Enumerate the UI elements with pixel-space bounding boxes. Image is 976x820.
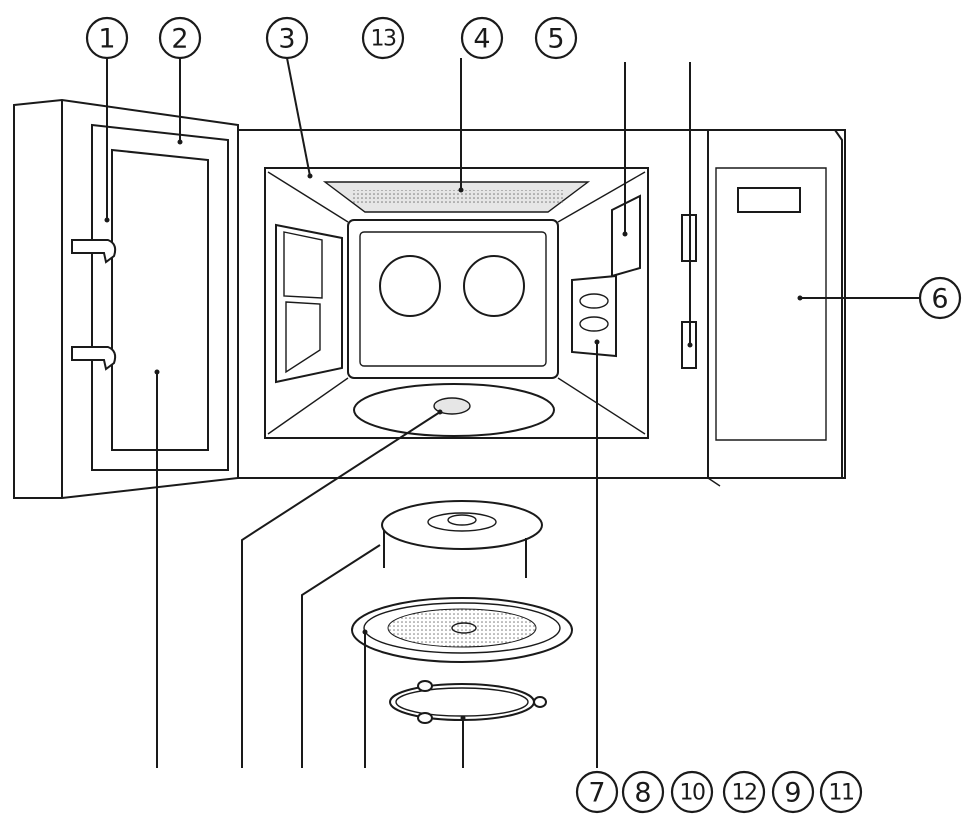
door (13, 98, 239, 499)
callout-9: 9 (771, 770, 815, 814)
callout-8: 8 (621, 770, 665, 814)
display (737, 187, 801, 213)
svg-text:13: 13 (371, 27, 396, 52)
callout-1: 1 (85, 16, 129, 60)
callouts-bottom: 7 8 10 12 9 11 (575, 770, 863, 814)
turntable-ring (389, 680, 547, 724)
callout-10: 10 (670, 770, 714, 814)
svg-text:11: 11 (829, 781, 854, 806)
callout-12: 12 (722, 770, 766, 814)
callout-4: 4 (460, 16, 504, 60)
callout-2: 2 (158, 16, 202, 60)
callout-3: 3 (265, 16, 309, 60)
callout-5: 5 (534, 16, 578, 60)
svg-text:8: 8 (634, 778, 651, 809)
svg-text:6: 6 (931, 284, 948, 315)
svg-text:3: 3 (278, 24, 295, 55)
callout-7: 7 (575, 770, 619, 814)
waveguide-cover (571, 274, 617, 358)
svg-text:4: 4 (473, 24, 490, 55)
svg-text:9: 9 (784, 778, 801, 809)
svg-text:5: 5 (547, 24, 564, 55)
turntable-shaft (433, 397, 471, 415)
cavity (237, 129, 846, 479)
callout-13: 13 (361, 16, 405, 60)
door-latch-bottom (71, 346, 117, 371)
glass-tray (351, 597, 573, 663)
callouts-top: 1 2 3 13 4 5 (85, 16, 578, 60)
svg-text:1: 1 (98, 24, 115, 55)
leader-lines (104, 57, 920, 768)
callout-11: 11 (819, 770, 863, 814)
svg-text:12: 12 (732, 781, 757, 806)
control-panel (707, 129, 843, 487)
roller-support (381, 500, 543, 578)
svg-text:10: 10 (680, 781, 705, 806)
door-latch-top (71, 239, 117, 264)
door-window (111, 148, 209, 451)
svg-text:7: 7 (588, 778, 605, 809)
svg-text:2: 2 (171, 24, 188, 55)
callout-6: 6 (918, 276, 962, 320)
